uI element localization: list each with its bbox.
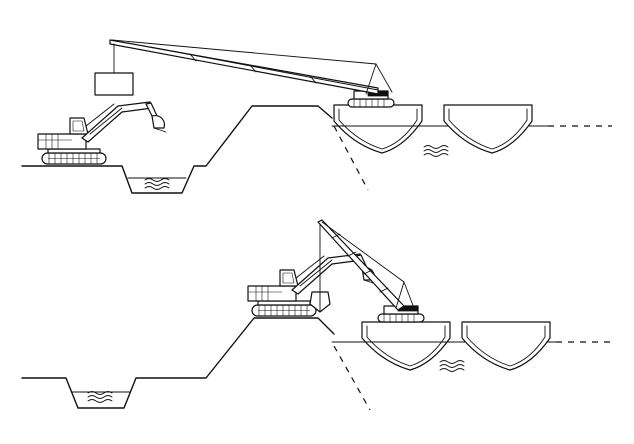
bottom-water-icon bbox=[439, 360, 465, 372]
bottom-ground-profile bbox=[21, 317, 335, 409]
top-crane-boom bbox=[109, 39, 393, 95]
top-crane-barge-icon bbox=[333, 104, 423, 154]
bottom-panel bbox=[21, 219, 612, 411]
bottom-trench-water-icon bbox=[87, 391, 113, 403]
bottom-grab-bucket bbox=[309, 223, 331, 313]
top-ground-profile bbox=[21, 105, 333, 194]
bottom-crane-barge-icon bbox=[361, 321, 451, 371]
top-trench-water-icon bbox=[144, 178, 170, 190]
bottom-slope-dashed bbox=[333, 345, 371, 411]
top-crane-body-icon bbox=[347, 90, 395, 108]
bottom-crane-boom bbox=[317, 219, 415, 311]
top-suspended-block bbox=[94, 72, 134, 96]
top-excavator-icon bbox=[37, 101, 167, 165]
top-pontoon-icon bbox=[443, 104, 533, 154]
bottom-pontoon-icon bbox=[461, 321, 551, 371]
top-slope-dashed bbox=[333, 125, 369, 191]
top-water-icon bbox=[423, 145, 449, 157]
top-panel bbox=[21, 39, 612, 194]
